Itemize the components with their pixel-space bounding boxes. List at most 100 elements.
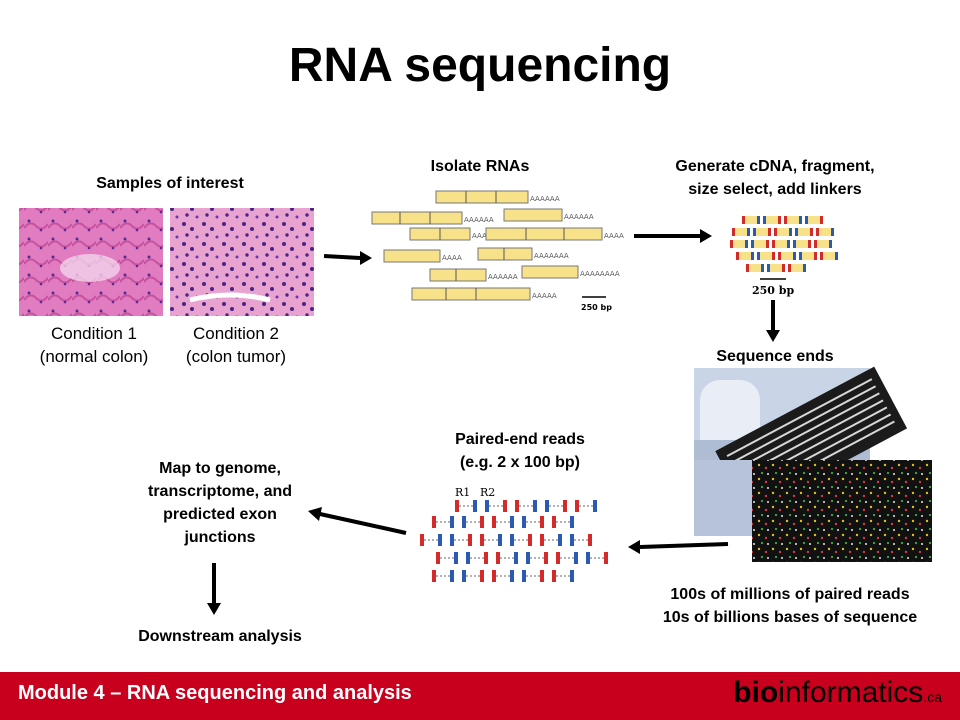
cdna-fragment [751,240,769,248]
cdna-scale-label: 250 bp [752,284,794,297]
arrow-sequencing-to-reads [628,540,729,554]
map-line3: predicted exon [163,506,277,523]
rna-transcript [371,211,463,225]
cdna-fragment [730,240,748,248]
reads-stats-label: 100s of millions of paired reads 10s of … [630,583,950,629]
arrow-samples-to-rna [323,251,372,265]
svg-text:AAAAAAA: AAAAAAA [534,252,569,260]
cdna-fragment [778,252,796,260]
arrow-reads-to-mapping [308,507,407,535]
footer-bar [0,672,960,720]
read-pair [540,534,562,546]
cdna-fragment [767,264,785,272]
read-pair [575,500,597,512]
rna-transcript [477,247,533,261]
arrow-rna-to-cdna [634,229,712,243]
rna-transcript [485,227,603,241]
read-pair [522,516,544,528]
generate-cdna-line1: Generate cDNA, fragment, [675,158,875,175]
svg-text:AAAAAAAA: AAAAAAAA [580,270,620,278]
logo-bold: bio [733,676,779,709]
read-pair [450,534,472,546]
paired-end-line2: (e.g. 2 x 100 bp) [459,454,581,471]
generate-cdna-line2: size select, add linkers [688,181,862,198]
cdna-fragment [795,228,813,236]
condition2-desc: (colon tumor) [185,347,287,366]
cdna-fragment [814,240,832,248]
read-pair [496,552,518,564]
svg-text:AAAA: AAAA [604,232,624,240]
read-pair [455,500,477,512]
read-pair [552,516,574,528]
read-pair [556,552,578,564]
map-line2: transcriptome, and [147,483,293,500]
read-pair [432,570,454,582]
paired-end-label: Paired-end reads (e.g. 2 x 100 bp) [410,428,630,474]
logo-rest: informatics [778,676,924,709]
condition2-name: Condition 2 [192,324,279,343]
sequencing-cluster-image [752,460,932,562]
rna-transcript [383,249,441,263]
cdna-fragment [753,228,771,236]
rna-transcript [429,268,487,282]
cdna-fragment [772,240,790,248]
read-pair [586,552,608,564]
svg-text:AAAAAA: AAAAAA [530,195,560,203]
cdna-fragment [732,228,750,236]
read-pair [436,552,458,564]
rna-transcript [411,287,531,301]
reads-stats-line1: 100s of millions of paired reads [670,586,910,603]
condition1-name: Condition 1 [50,324,137,343]
cdna-fragments [730,216,838,272]
tissue-tumor-lumen [189,292,271,303]
rna-scale-label: 250 bp [581,303,612,312]
map-line4: junctions [184,529,256,546]
read-pair [510,534,532,546]
condition2-label: Condition 2 (colon tumor) [168,322,304,368]
cdna-fragment [788,264,806,272]
condition1-desc: (normal colon) [39,347,149,366]
isolate-rna-label: Isolate RNAs [430,158,530,175]
reads-stats-line2: 10s of billions bases of sequence [662,609,918,626]
bioinformatics-logo: bioinformatics.ca [733,676,942,710]
read-pair [480,534,502,546]
downstream-label: Downstream analysis [138,628,302,645]
read-pair [526,552,548,564]
read-pair [570,534,592,546]
logo-suffix: .ca [923,689,942,705]
condition1-label: Condition 1 (normal colon) [26,322,162,368]
read-pair [432,516,454,528]
read-pair [552,570,574,582]
read-pair [420,534,442,546]
read-pair [466,552,488,564]
rna-transcript [521,265,579,279]
read2-label: R2 [480,486,495,499]
read-pair [462,570,484,582]
read-pair [545,500,567,512]
cdna-fragment [736,252,754,260]
cdna-fragment [805,216,823,224]
svg-text:AAAAAA: AAAAAA [488,273,518,281]
read-pair [522,570,544,582]
svg-text:AAAA: AAAA [442,254,462,262]
map-line1: Map to genome, [159,460,281,477]
paired-end-line1: Paired-end reads [455,431,585,448]
arrow-mapping-to-downstream [207,563,221,615]
samples-label: Samples of interest [96,175,244,192]
read-pair [515,500,537,512]
cdna-fragment [793,240,811,248]
generate-cdna-label: Generate cDNA, fragment, size select, ad… [630,155,920,201]
arrow-cdna-to-sequencing [766,300,780,342]
cdna-fragment [784,216,802,224]
svg-text:AAAAA: AAAAA [532,292,557,300]
read-pair [485,500,507,512]
read-pair [492,570,514,582]
cdna-fragment [763,216,781,224]
svg-text:AAAAAA: AAAAAA [564,213,594,221]
map-genome-label: Map to genome, transcriptome, and predic… [110,457,330,549]
cdna-fragment [816,228,834,236]
tissue-normal-gland [60,254,120,282]
flow-cell-overlay [694,460,752,536]
